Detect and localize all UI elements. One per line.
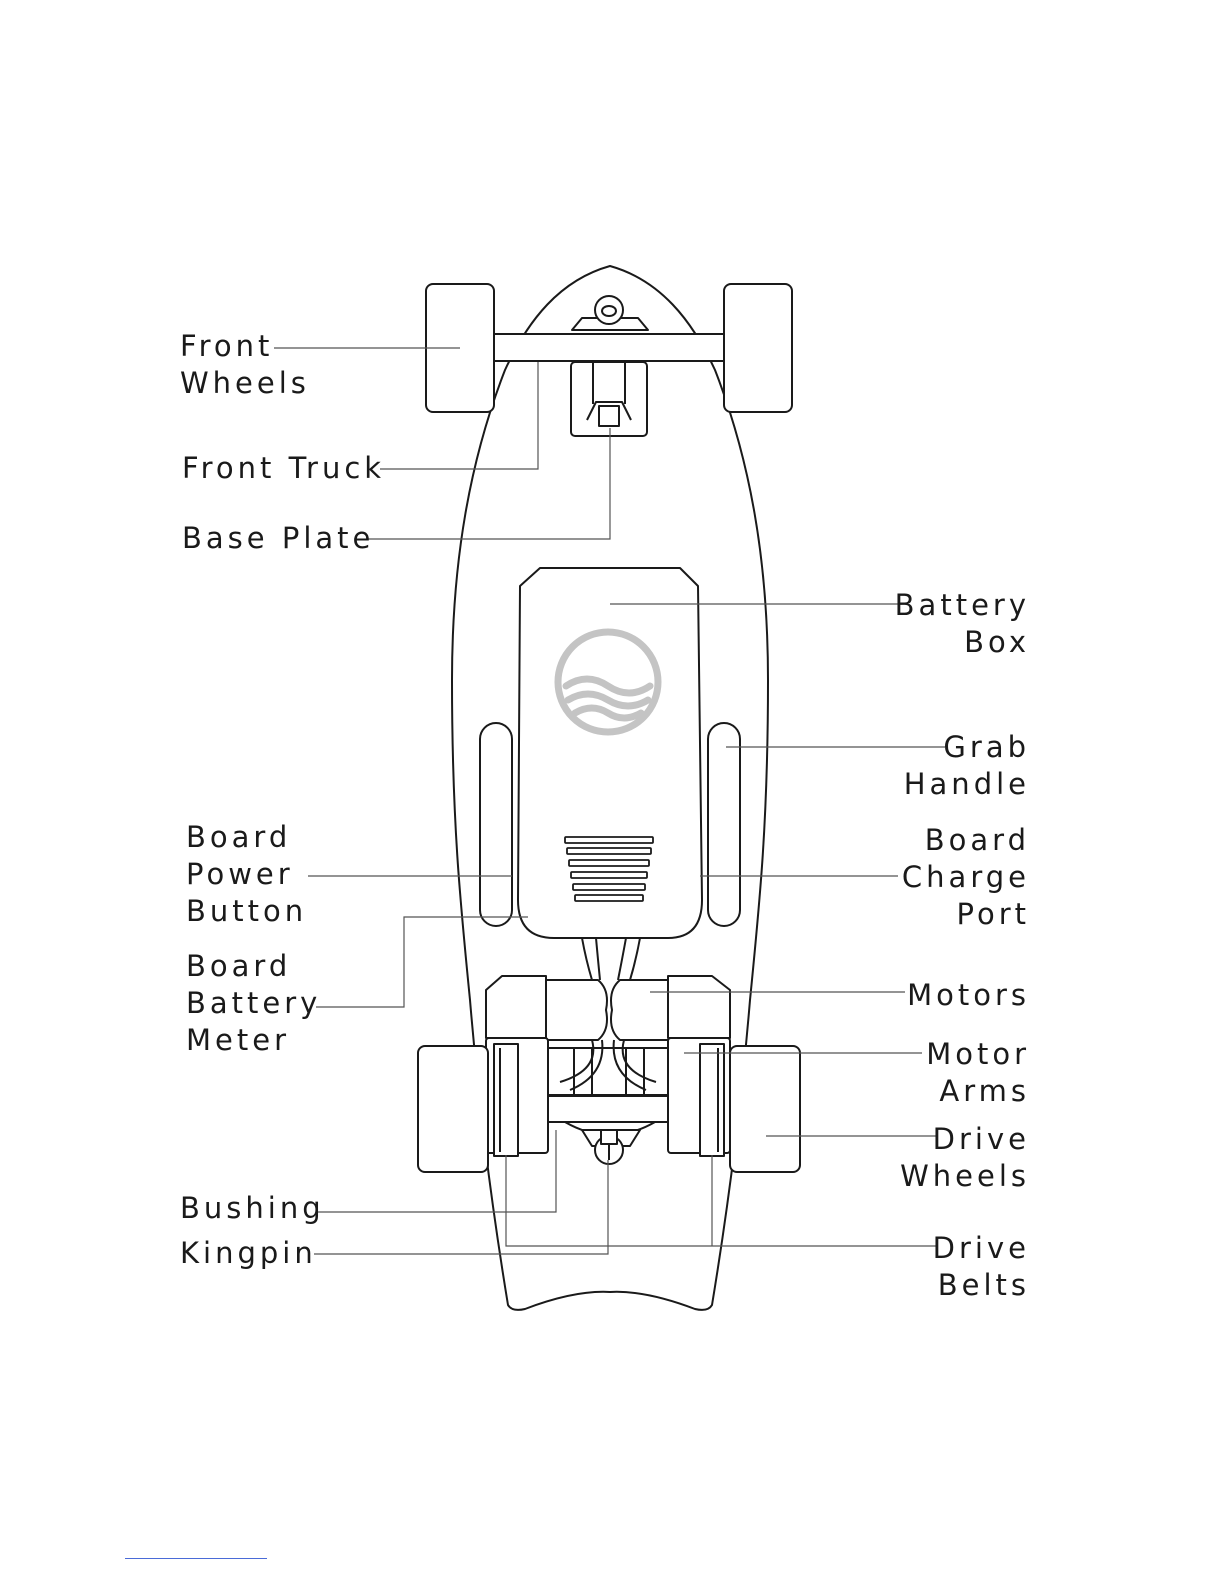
label-drive-belts: Drive Belts <box>933 1230 1030 1304</box>
label-motor-arms: Motor Arms <box>926 1036 1030 1110</box>
drive-wheel-right <box>730 1046 800 1172</box>
label-drive-wheels: Drive Wheels <box>900 1121 1030 1195</box>
label-base-plate: Base Plate <box>182 520 374 557</box>
leader-drive-belts-left <box>506 1155 936 1246</box>
label-battery-box: Battery Box <box>895 587 1030 661</box>
front-wheel-right <box>724 284 792 412</box>
motor-right-can <box>611 980 672 1040</box>
label-kingpin: Kingpin <box>180 1235 317 1272</box>
label-board-charge-port: Board Charge Port <box>902 822 1030 933</box>
drive-belt-right <box>700 1044 724 1156</box>
label-bushing: Bushing <box>180 1190 325 1227</box>
motor-right <box>668 976 730 1038</box>
rear-truck-hanger <box>546 1096 670 1122</box>
motor-left-can <box>546 980 607 1040</box>
battery-box <box>518 568 702 938</box>
label-motors: Motors <box>907 977 1030 1014</box>
leader-base-plate <box>366 428 610 539</box>
motor-left <box>486 976 546 1038</box>
drive-belt-left <box>494 1044 518 1156</box>
grab-handle-right <box>708 723 740 926</box>
footer-rule <box>125 1558 267 1559</box>
label-front-wheels: Front Wheels <box>180 328 310 402</box>
grab-handle-left <box>480 723 512 926</box>
rear-kingpin <box>601 1130 617 1144</box>
label-board-battery-meter: Board Battery Meter <box>186 948 321 1059</box>
label-grab-handle: Grab Handle <box>904 729 1030 803</box>
label-board-power-button: Board Power Button <box>186 819 307 930</box>
label-front-truck: Front Truck <box>182 450 385 487</box>
drive-wheel-left <box>418 1046 488 1172</box>
leader-kingpin <box>314 1160 608 1254</box>
front-truck-hanger <box>490 334 730 361</box>
